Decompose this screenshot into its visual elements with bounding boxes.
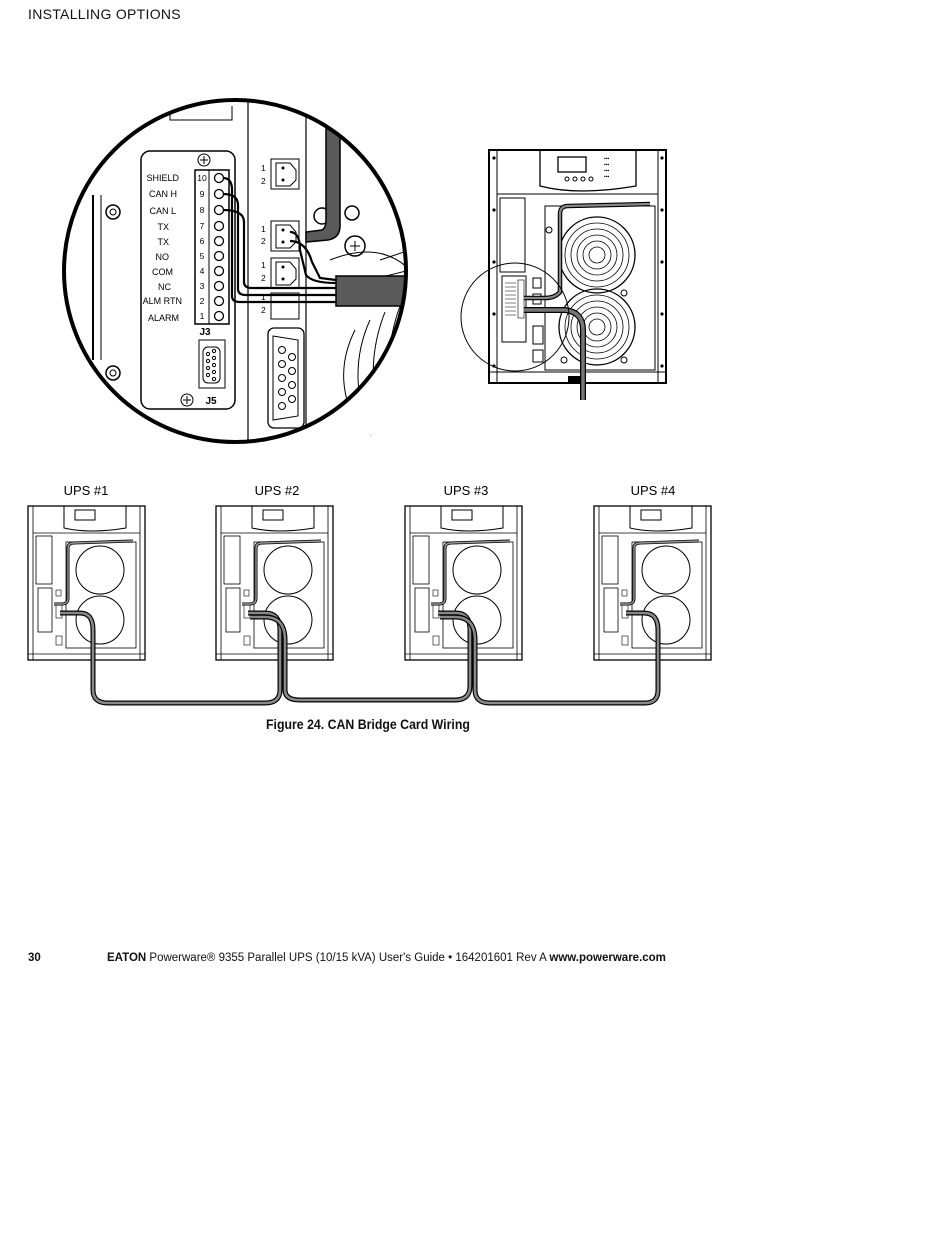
ups-unit-icon (27, 505, 146, 661)
footer-doc-number: 164201601 Rev A (455, 952, 547, 964)
j5-label: J5 (205, 396, 217, 407)
terminal-number: 2 (200, 296, 205, 306)
pin-number: 1 (261, 224, 266, 234)
detail-indicator-circle (460, 262, 570, 372)
terminal-number: 1 (200, 311, 205, 321)
ups-labels: UPS #1 UPS #2 UPS #3 UPS #4 (64, 483, 676, 498)
ups-unit-icon (593, 505, 712, 661)
svg-text:▪▪▪: ▪▪▪ (604, 162, 610, 168)
terminal-label: NC (158, 282, 171, 292)
screw-icon (197, 153, 211, 167)
section-title: INSTALLING OPTIONS (28, 6, 181, 22)
pin-number: 2 (261, 236, 266, 246)
ups-label: UPS #2 (255, 483, 300, 498)
ups-label: UPS #4 (631, 483, 676, 498)
ups-unit-icon (404, 505, 523, 661)
ups-label: UPS #1 (64, 483, 109, 498)
terminal-number: 7 (200, 221, 205, 231)
terminal-number: 6 (200, 236, 205, 246)
screw-icon (105, 204, 121, 220)
terminal-number: 8 (200, 205, 205, 215)
terminal-label: ALM RTN (143, 296, 182, 306)
j3-label: J3 (199, 327, 211, 338)
ups-unit-icon (215, 505, 334, 661)
svg-text:▪▪▪: ▪▪▪ (604, 174, 610, 180)
magnifier-circle (62, 98, 408, 444)
terminal-number: 4 (200, 266, 205, 276)
screw-icon (105, 365, 121, 381)
terminal-label: TX (157, 222, 169, 232)
terminal-numbers: 10 9 8 7 6 5 4 3 2 1 (197, 173, 207, 321)
chain-cables (60, 610, 661, 706)
footer-brand: EATON (107, 952, 147, 964)
pin-number: 2 (261, 305, 266, 315)
terminal-number: 10 (197, 173, 207, 183)
terminal-screws (213, 172, 225, 322)
pin-number: 2 (261, 176, 266, 186)
ups-label: UPS #3 (444, 483, 489, 498)
terminal-label: CAN L (149, 206, 176, 216)
svg-text:▪▪▪: ▪▪▪ (604, 156, 610, 162)
svg-text:·: · (370, 433, 372, 439)
magnified-view: SHIELD CAN H CAN L TX TX NO COM NC ALM R… (64, 100, 406, 442)
footer-url: www.powerware.com (549, 952, 666, 964)
plug-connectors (270, 158, 300, 320)
pin-number: 2 (261, 273, 266, 283)
pin-number: 1 (261, 163, 266, 173)
ups-chain (27, 505, 712, 661)
footer-product: Powerware® 9355 Parallel UPS (10/15 kVA)… (149, 952, 445, 964)
footer-separator: • (448, 952, 453, 964)
terminal-number: 5 (200, 251, 205, 261)
terminal-label: ALARM (148, 313, 179, 323)
terminal-label: COM (152, 267, 173, 277)
svg-text:▪▪▪: ▪▪▪ (604, 168, 610, 174)
terminal-label: TX (157, 237, 169, 247)
terminal-label: CAN H (149, 189, 177, 199)
figure-caption: Figure 24. CAN Bridge Card Wiring (266, 716, 470, 732)
footer-text: EATON Powerware® 9355 Parallel UPS (10/1… (107, 952, 666, 964)
ups-rear-overview: ▪▪▪▪▪▪▪▪▪▪▪▪ (488, 149, 667, 400)
terminal-number: 9 (200, 189, 205, 199)
pin-number: 1 (261, 292, 266, 302)
screw-icon (180, 393, 194, 407)
page-number: 30 (28, 952, 41, 964)
terminal-label: SHIELD (146, 173, 179, 183)
pin-number: 1 (261, 260, 266, 270)
can-bridge-wiring-diagram: SHIELD CAN H CAN L TX TX NO COM NC ALM R… (27, 98, 712, 706)
terminal-number: 3 (200, 281, 205, 291)
terminal-labels: SHIELD CAN H CAN L TX TX NO COM NC ALM R… (143, 173, 182, 323)
terminal-label: NO (156, 252, 170, 262)
can-wires (222, 176, 337, 304)
